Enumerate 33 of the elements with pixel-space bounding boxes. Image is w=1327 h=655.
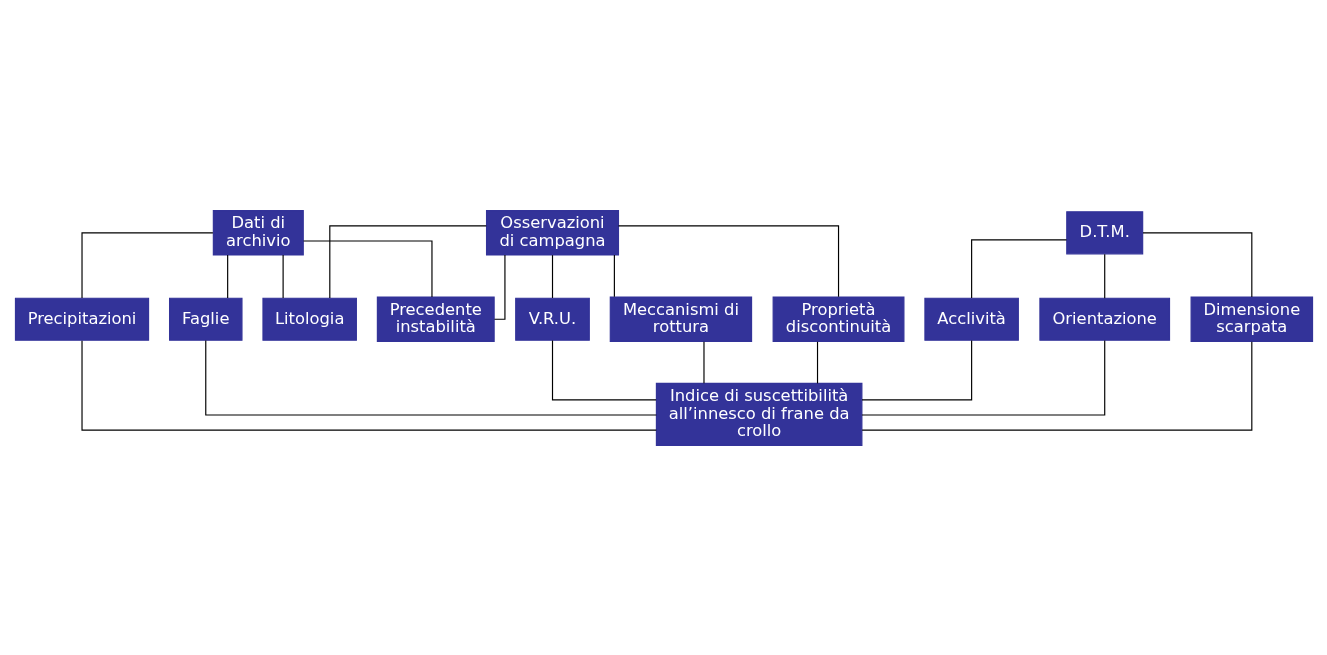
node-box: Dati di archivio xyxy=(212,209,304,256)
connector xyxy=(860,339,1105,416)
node-box: Precipitazioni xyxy=(14,297,149,341)
node-box: V.R.U. xyxy=(514,297,590,341)
node-box: Acclività xyxy=(923,297,1019,341)
connector xyxy=(816,340,818,384)
connector xyxy=(80,339,657,431)
connector xyxy=(493,254,505,320)
node-box: Meccanismi di rottura xyxy=(609,295,752,342)
node-box: Osservazioni di campagna xyxy=(485,209,619,256)
connector xyxy=(970,238,1067,299)
connector xyxy=(617,224,839,297)
node-box: Precedente instabilità xyxy=(376,295,495,342)
connector xyxy=(551,254,553,299)
connector xyxy=(302,239,433,298)
connector xyxy=(613,254,615,297)
node-box: D.T.M. xyxy=(1065,210,1143,254)
connector xyxy=(1103,253,1105,299)
node-box: Indice di suscettibilità all’innesco di frane da crollo xyxy=(655,382,862,446)
node-box: Litologia xyxy=(261,297,357,341)
node-box: Faglie xyxy=(168,297,243,341)
connector xyxy=(1141,231,1252,298)
node-box: Orientazione xyxy=(1038,297,1170,341)
connector xyxy=(860,339,972,400)
connector xyxy=(80,231,213,298)
connector xyxy=(204,339,657,416)
connector xyxy=(861,340,1252,431)
connector xyxy=(282,254,284,299)
connector xyxy=(551,339,657,400)
connector xyxy=(328,224,487,299)
node-box: Dimensione scarpata xyxy=(1190,295,1313,342)
connector xyxy=(226,254,228,299)
node-box: Proprietà discontinuità xyxy=(772,295,904,342)
